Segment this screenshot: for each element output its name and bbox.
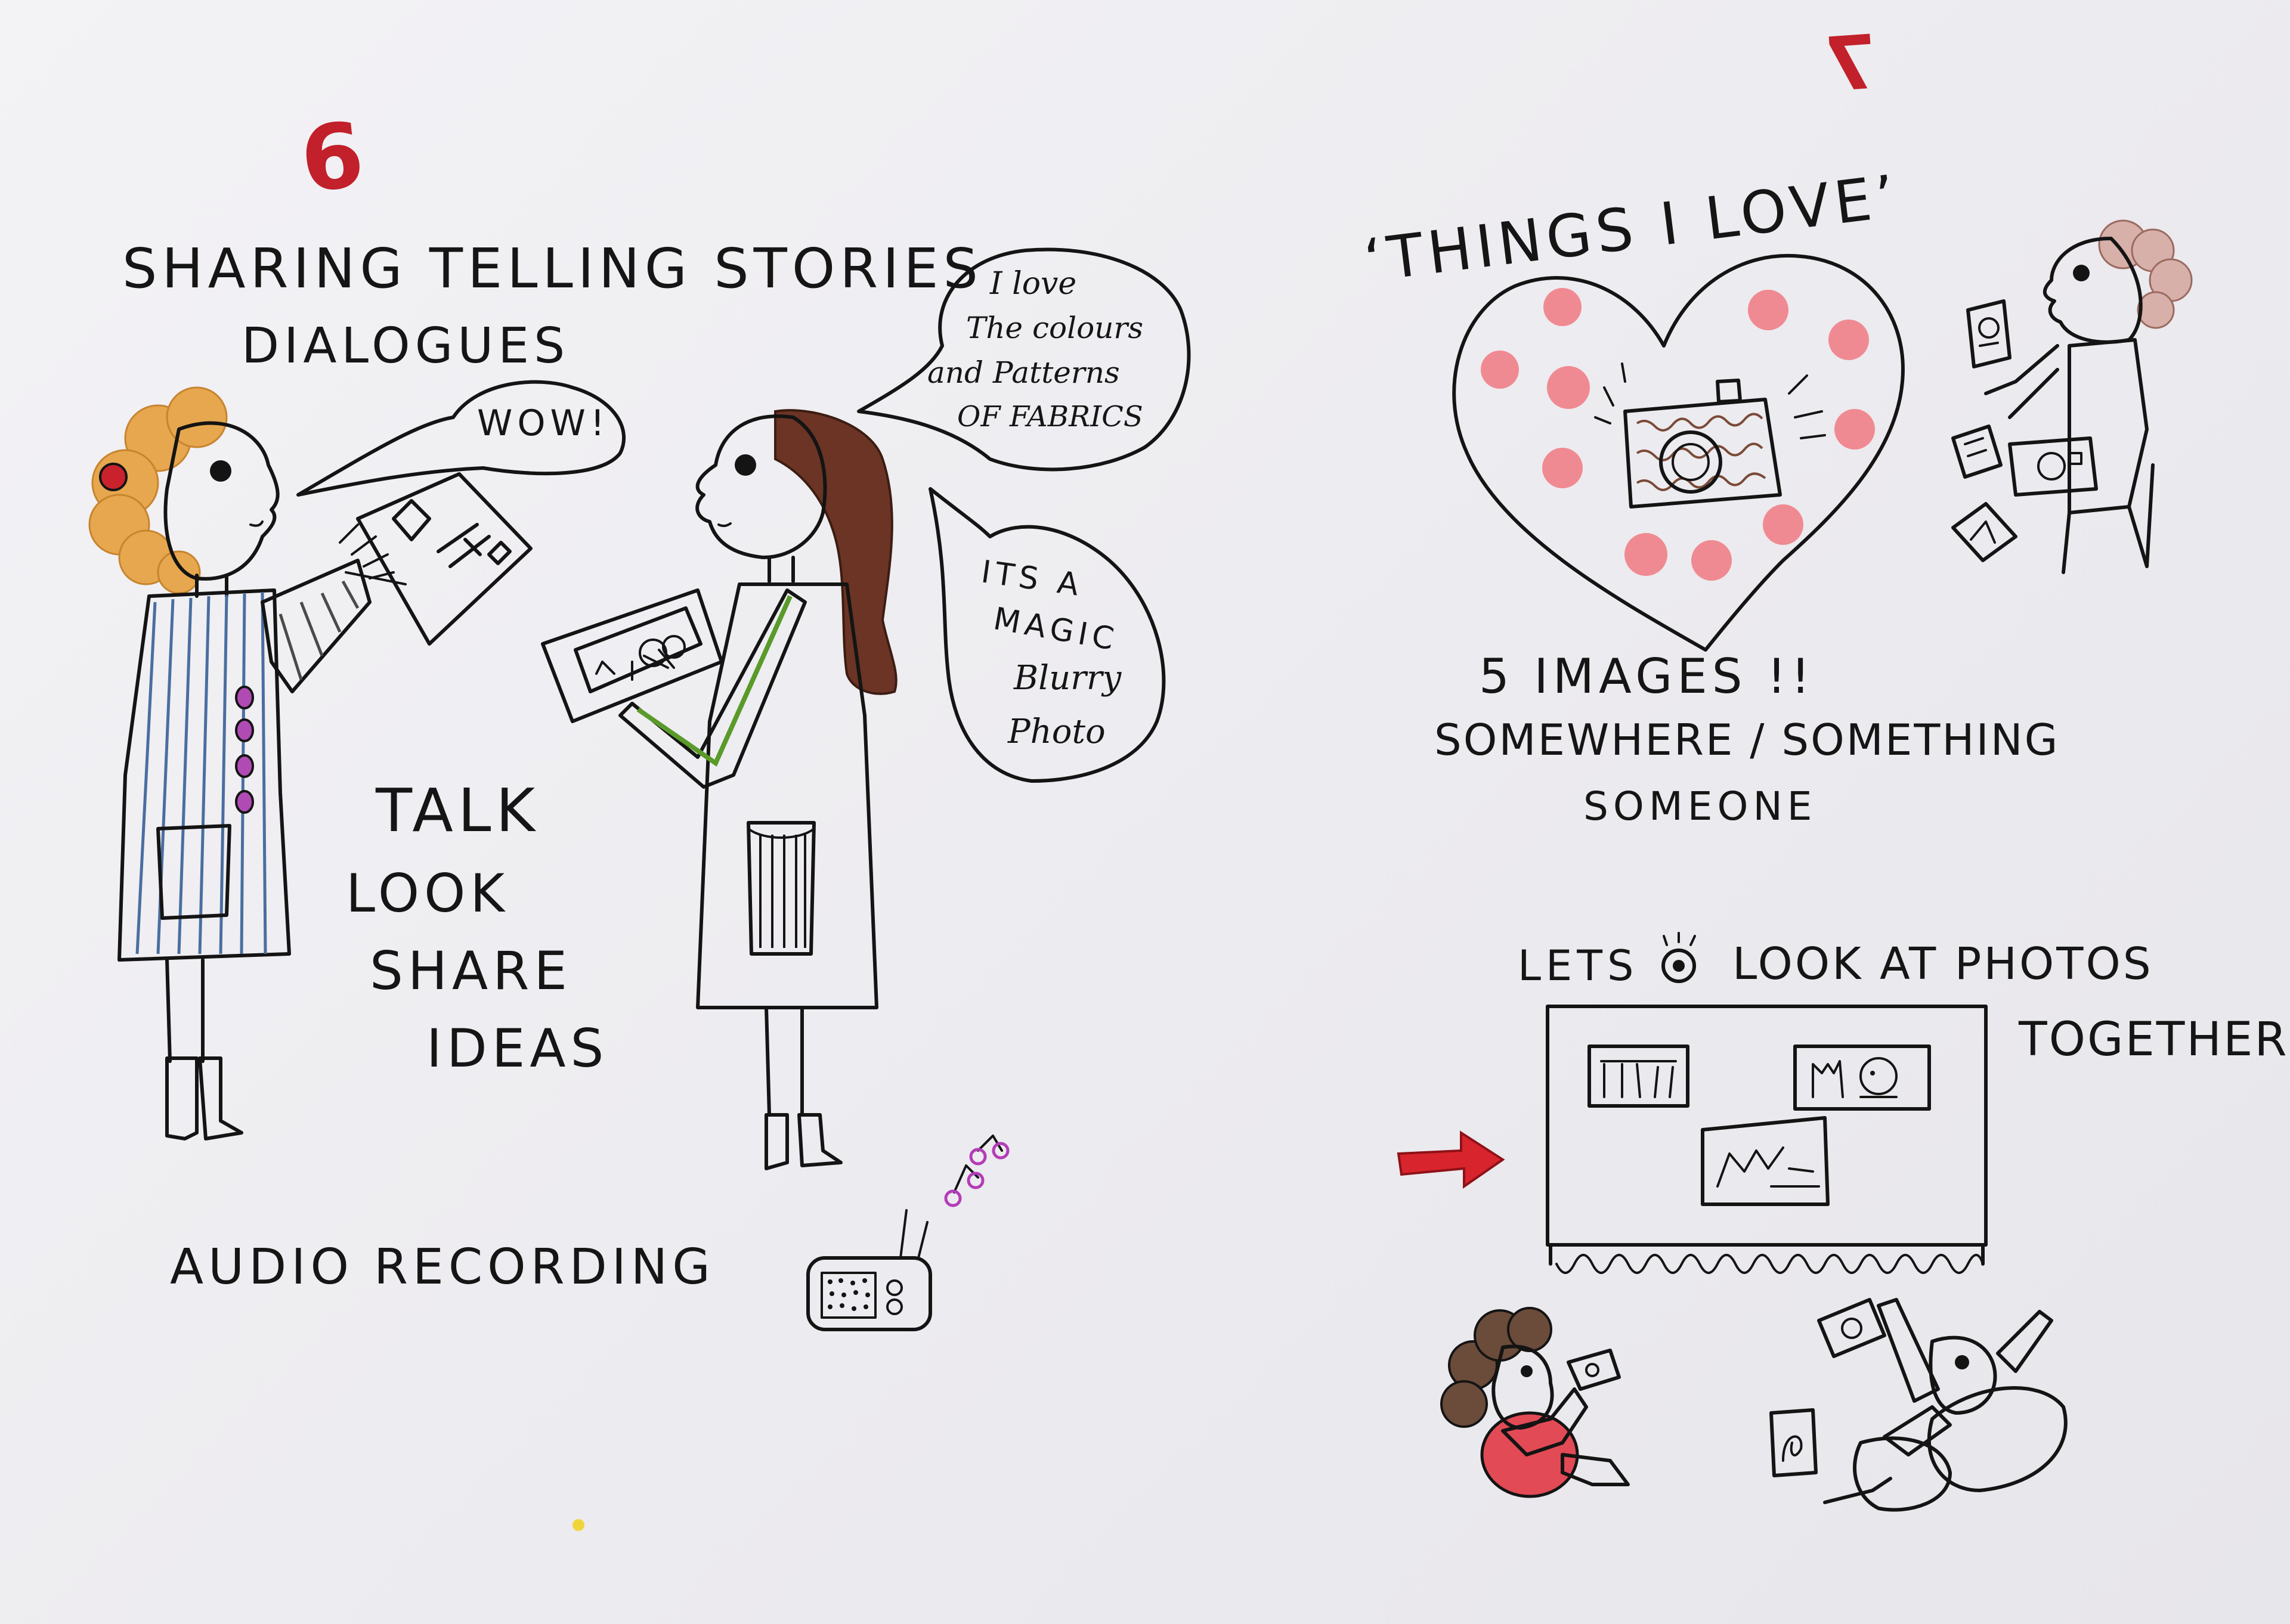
action-word-share: SHARE	[370, 940, 572, 1002]
camera-icon	[1594, 362, 1826, 509]
action-word-ideas: IDEAS	[426, 1018, 609, 1079]
action-word-look: LOOK	[346, 863, 510, 924]
person-with-photos-figure	[1951, 219, 2193, 574]
heart-icon	[1452, 253, 1905, 652]
speech-text-magic-4: Photo	[1008, 712, 1106, 751]
page-number-right: 7	[1822, 19, 1880, 109]
music-note-icon	[944, 1135, 1010, 1207]
action-word-talk: TALK	[376, 776, 540, 845]
lets-label: LETS	[1518, 941, 1639, 990]
woman-left-figure	[88, 386, 533, 1140]
someone-line: SOMEONE	[1583, 783, 1817, 829]
heading-dialogues: DIALOGUES	[242, 318, 570, 374]
speech-text-wow: WOW!	[477, 402, 609, 444]
speech-bubble-magic-icon	[929, 487, 1166, 783]
speech-bubble-love-icon	[857, 247, 1191, 472]
images-note: 5 IMAGES !!	[1479, 649, 1815, 704]
speech-text-love-3: and Patterns	[927, 355, 1120, 390]
audio-recording-label: AUDIO RECORDING	[170, 1239, 715, 1296]
speech-text-love-1: I love	[990, 266, 1077, 302]
look-at-photos-label: LOOK AT PHOTOS	[1732, 938, 2153, 990]
woman-right-figure	[541, 409, 898, 1170]
page-number-left: 6	[296, 103, 369, 213]
yellow-dot-mark	[572, 1519, 584, 1531]
together-label: TOGETHER	[2019, 1013, 2289, 1067]
eye-icon	[1661, 932, 1696, 983]
arrow-right-icon	[1397, 1130, 1505, 1189]
heading-sharing: SHARING TELLING STORIES	[122, 237, 983, 300]
seated-person-left-figure	[1440, 1307, 1630, 1498]
radio-icon	[806, 1209, 932, 1331]
speech-bubble-wow-icon	[296, 380, 626, 497]
speech-text-love-4: OF FABRICS	[957, 400, 1143, 433]
speech-text-magic-3: Blurry	[1014, 659, 1122, 698]
photo-screen-icon	[1546, 1005, 1988, 1274]
somewhere-something-line: SOMEWHERE / SOMETHING	[1434, 715, 2060, 765]
speech-text-love-2: The colours	[966, 311, 1143, 345]
seated-person-right-figure	[1769, 1298, 2068, 1512]
